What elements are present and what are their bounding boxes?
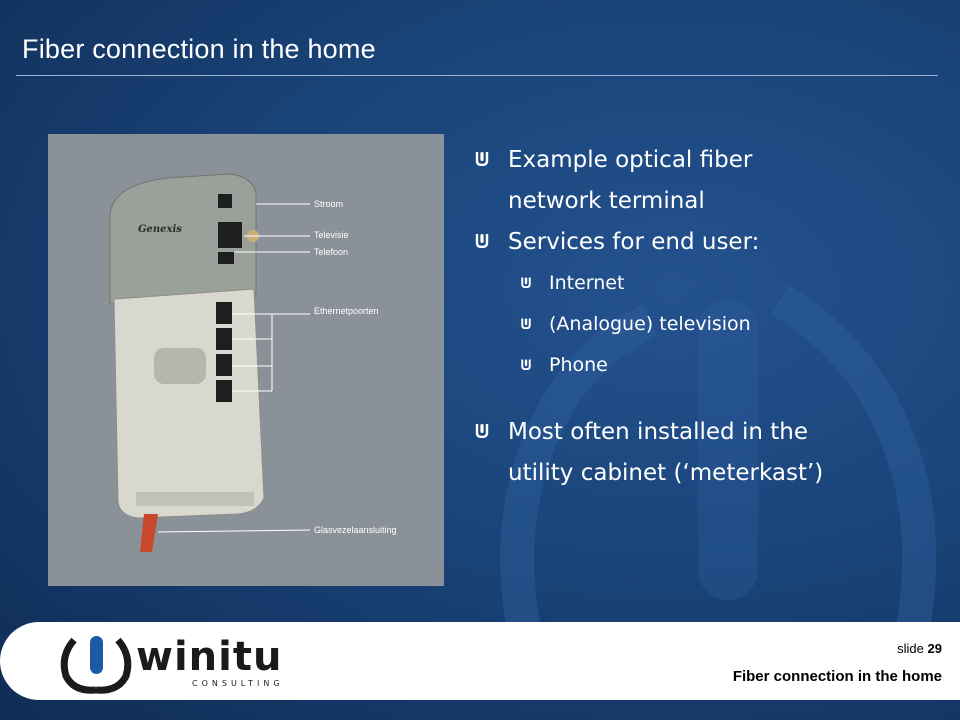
sub-bullet-item: (Analogue) television xyxy=(470,304,940,345)
sub-bullet-item: Internet xyxy=(470,263,940,304)
callout-telefoon: Telefoon xyxy=(314,247,348,257)
logo-mark-icon xyxy=(90,636,103,674)
bullet-line: utility cabinet (‘meterkast’) xyxy=(508,460,824,486)
page-title: Fiber connection in the home xyxy=(22,34,376,64)
bullet-list: Example optical fiber network terminal S… xyxy=(470,140,940,494)
callout-stroom: Stroom xyxy=(314,199,343,209)
winitu-mark-icon xyxy=(475,424,489,438)
bullet-line: Services for end user: xyxy=(508,229,760,255)
winitu-mark-icon xyxy=(521,359,531,370)
footer-band xyxy=(0,622,960,700)
sub-bullet-text: Phone xyxy=(549,354,608,376)
footer-title: Fiber connection in the home xyxy=(732,668,942,685)
device-photo: Genexis Stroom Televisie Telefoon Ethern… xyxy=(48,134,444,586)
sub-bullet-text: (Analogue) television xyxy=(549,313,751,335)
winitu-mark-icon xyxy=(475,234,489,248)
winitu-mark-icon xyxy=(521,277,531,288)
callout-ethernetpoorten: Ethernetpoorten xyxy=(314,306,379,316)
callout-televisie: Televisie xyxy=(314,230,349,240)
callout-glasvezelaansluiting: Glasvezelaansluiting xyxy=(314,525,397,535)
bullet-item: Example optical fiber network terminal xyxy=(470,140,940,222)
logo-wordmark: winitu xyxy=(136,634,282,680)
device-brand: Genexis xyxy=(138,224,182,235)
winitu-mark-icon xyxy=(521,318,531,329)
slide-label: slide xyxy=(897,641,924,656)
bullet-line: Most often installed in the xyxy=(508,419,808,445)
title-divider xyxy=(16,75,938,76)
slide-number-value: 29 xyxy=(927,641,942,656)
slide-number: slide 29 xyxy=(897,641,942,656)
bullet-line: network terminal xyxy=(508,188,705,214)
logo-subtext: CONSULTING xyxy=(192,679,284,688)
bullet-item: Most often installed in the utility cabi… xyxy=(470,412,940,494)
winitu-logo: winitu CONSULTING xyxy=(60,634,284,694)
winitu-mark-icon xyxy=(475,152,489,166)
bullet-item: Services for end user: xyxy=(470,222,940,263)
sub-bullet-item: Phone xyxy=(470,345,940,386)
sub-bullet-text: Internet xyxy=(549,272,625,294)
bullet-line: Example optical fiber xyxy=(508,147,753,173)
